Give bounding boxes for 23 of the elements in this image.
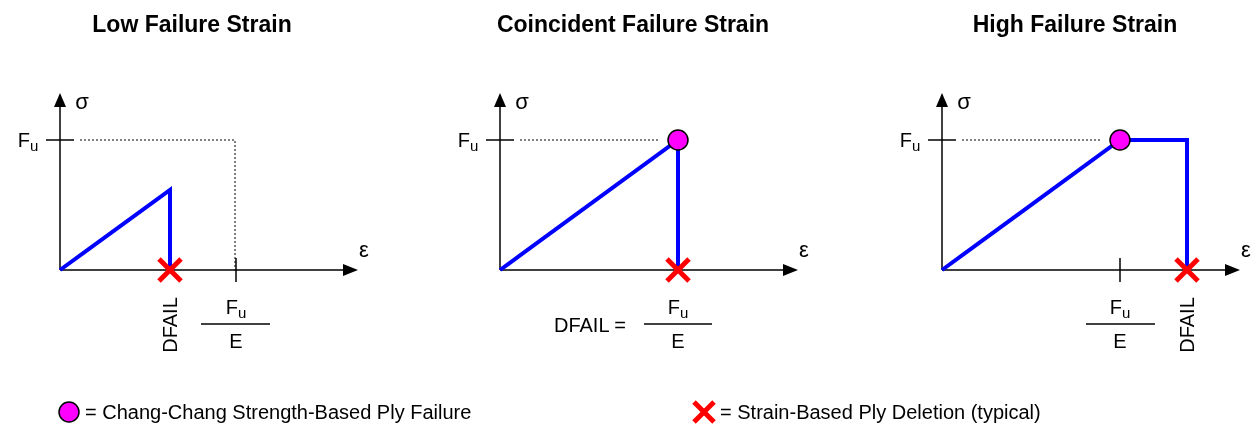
panel-title: High Failure Strain [972, 12, 1178, 36]
axis-label: ε [799, 239, 809, 261]
axis-label: σ [957, 91, 971, 113]
fraction-denominator: E [229, 331, 243, 351]
stress-value-label: F$_{u}$ [899, 130, 921, 150]
stress-value-label: F$_{u}$ [17, 130, 39, 150]
fraction-denominator: E [671, 331, 685, 351]
legend-text: = Chang-Chang Strength-Based Ply Failure [85, 400, 472, 425]
axis-label: ε [1241, 239, 1251, 261]
fraction-numerator: F$_{u}$ [667, 297, 689, 317]
legend-text: = Strain-Based Ply Deletion (typical) [720, 400, 1041, 425]
failure-strain-label: DFAIL [160, 297, 180, 353]
stress-value-label: F$_{u}$ [457, 130, 479, 150]
panel-title: Coincident Failure Strain [496, 12, 770, 36]
failure-strain-label: DFAIL [1177, 297, 1197, 353]
axis-label: ε [359, 239, 369, 261]
fraction-numerator: F$_{u}$ [1109, 297, 1131, 317]
panel-title: Low Failure Strain [92, 12, 292, 36]
axis-label: σ [515, 91, 529, 113]
failure-strain-label: DFAIL = [553, 315, 627, 335]
axis-label: σ [75, 91, 89, 113]
fraction-denominator: E [1113, 331, 1127, 351]
fraction-numerator: F$_{u}$ [225, 297, 247, 317]
